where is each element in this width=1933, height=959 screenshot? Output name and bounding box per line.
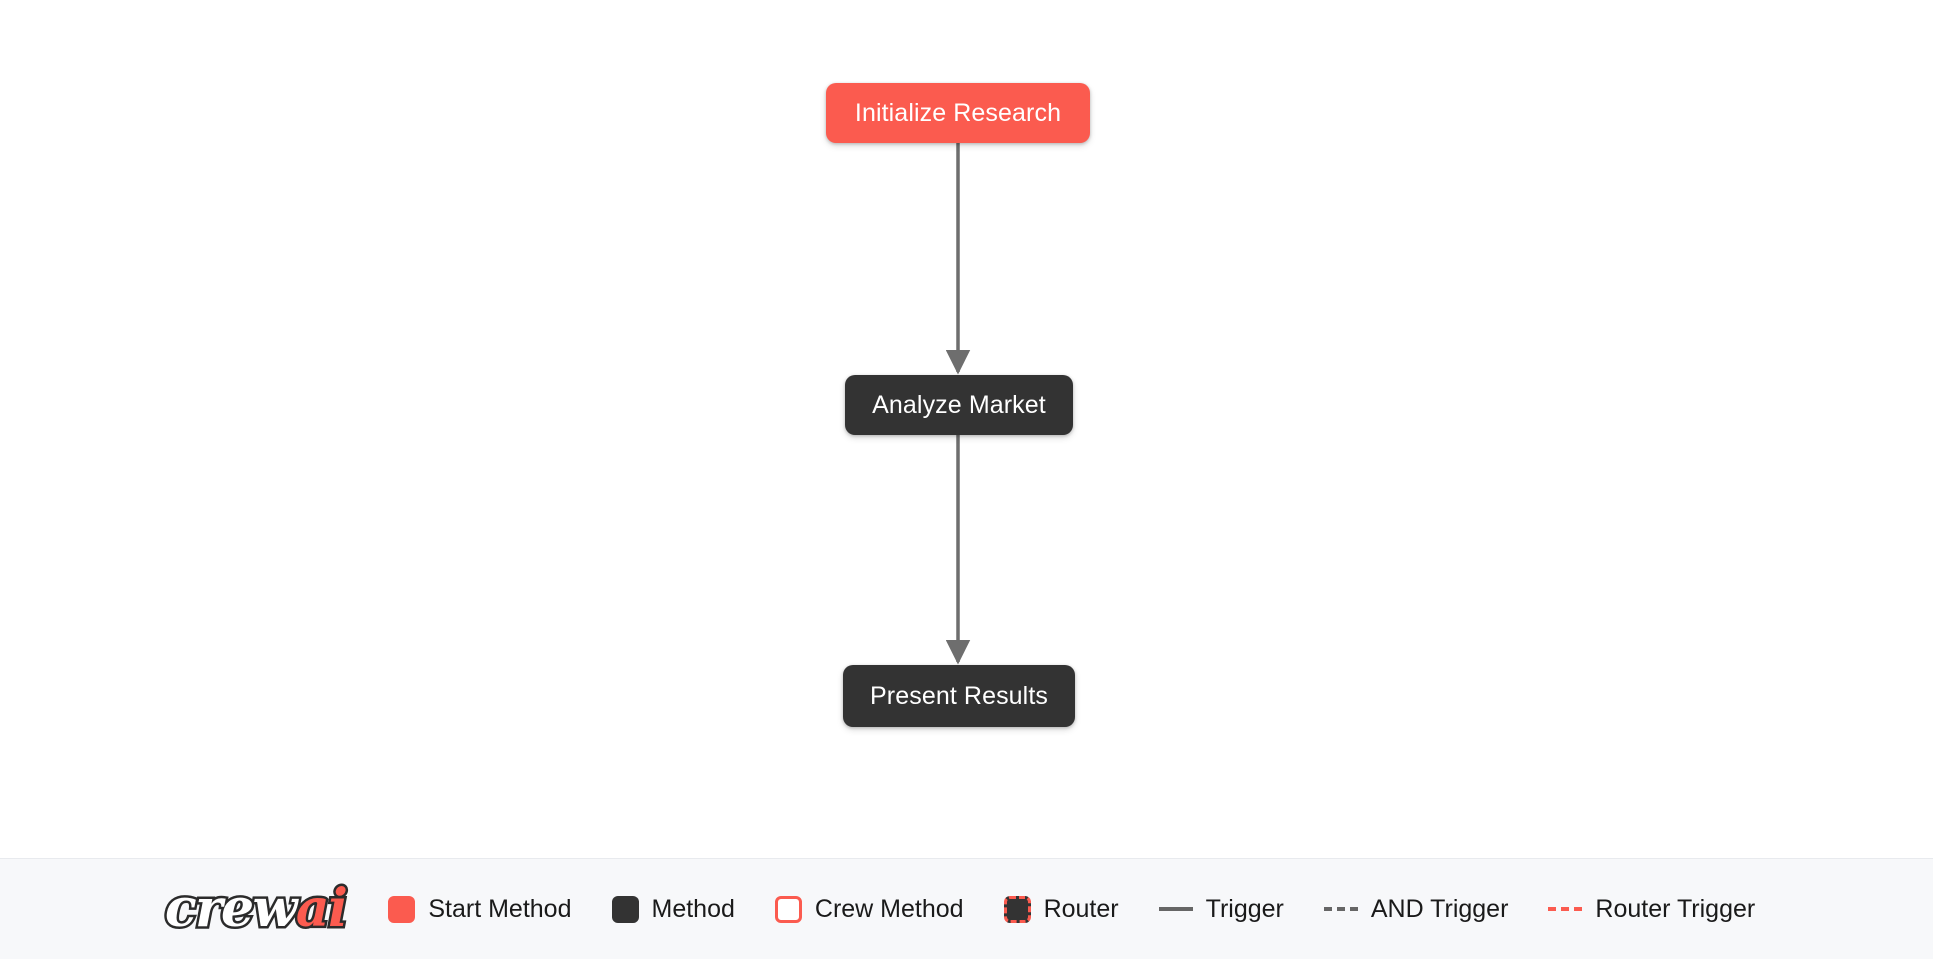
node-analyze-market[interactable]: Analyze Market — [845, 375, 1073, 435]
legend-item-router: Router — [1003, 894, 1119, 923]
router-swatch-icon — [1003, 895, 1031, 923]
start-method-swatch-icon — [388, 895, 416, 923]
legend-item-label: Method — [651, 894, 735, 923]
legend-item-trigger: Trigger — [1158, 894, 1284, 923]
node-label: Initialize Research — [854, 98, 1062, 127]
legend-item-and-trigger: AND Trigger — [1323, 894, 1509, 923]
legend-item-crew-method: Crew Method — [774, 894, 964, 923]
trigger-line-icon — [1158, 907, 1193, 911]
and-trigger-line-icon — [1323, 907, 1358, 911]
legend-items: Start Method Method Crew Method Router T… — [388, 894, 1933, 923]
legend-item-label: Start Method — [428, 894, 572, 923]
node-label: Present Results — [870, 681, 1048, 710]
legend-item-label: Trigger — [1205, 894, 1284, 923]
legend-item-method: Method — [611, 894, 735, 923]
node-present-results[interactable]: Present Results — [843, 665, 1075, 727]
legend-item-label: AND Trigger — [1370, 894, 1509, 923]
legend-item-label: Crew Method — [814, 894, 964, 923]
legend-item-router-trigger: Router Trigger — [1548, 894, 1756, 923]
crew-method-swatch-icon — [774, 895, 802, 923]
legend-item-label: Router Trigger — [1595, 894, 1756, 923]
flow-canvas[interactable]: Initialize Research Analyze Market Prese… — [0, 0, 1933, 858]
node-label: Analyze Market — [872, 390, 1046, 419]
legend-item-label: Router — [1043, 894, 1119, 923]
logo-text-ai: ai — [293, 878, 350, 939]
router-trigger-line-icon — [1548, 907, 1583, 911]
node-initialize-research[interactable]: Initialize Research — [826, 83, 1090, 143]
logo-text-crew: crew — [163, 878, 300, 939]
legend-item-start-method: Start Method — [388, 894, 572, 923]
method-swatch-icon — [611, 895, 639, 923]
